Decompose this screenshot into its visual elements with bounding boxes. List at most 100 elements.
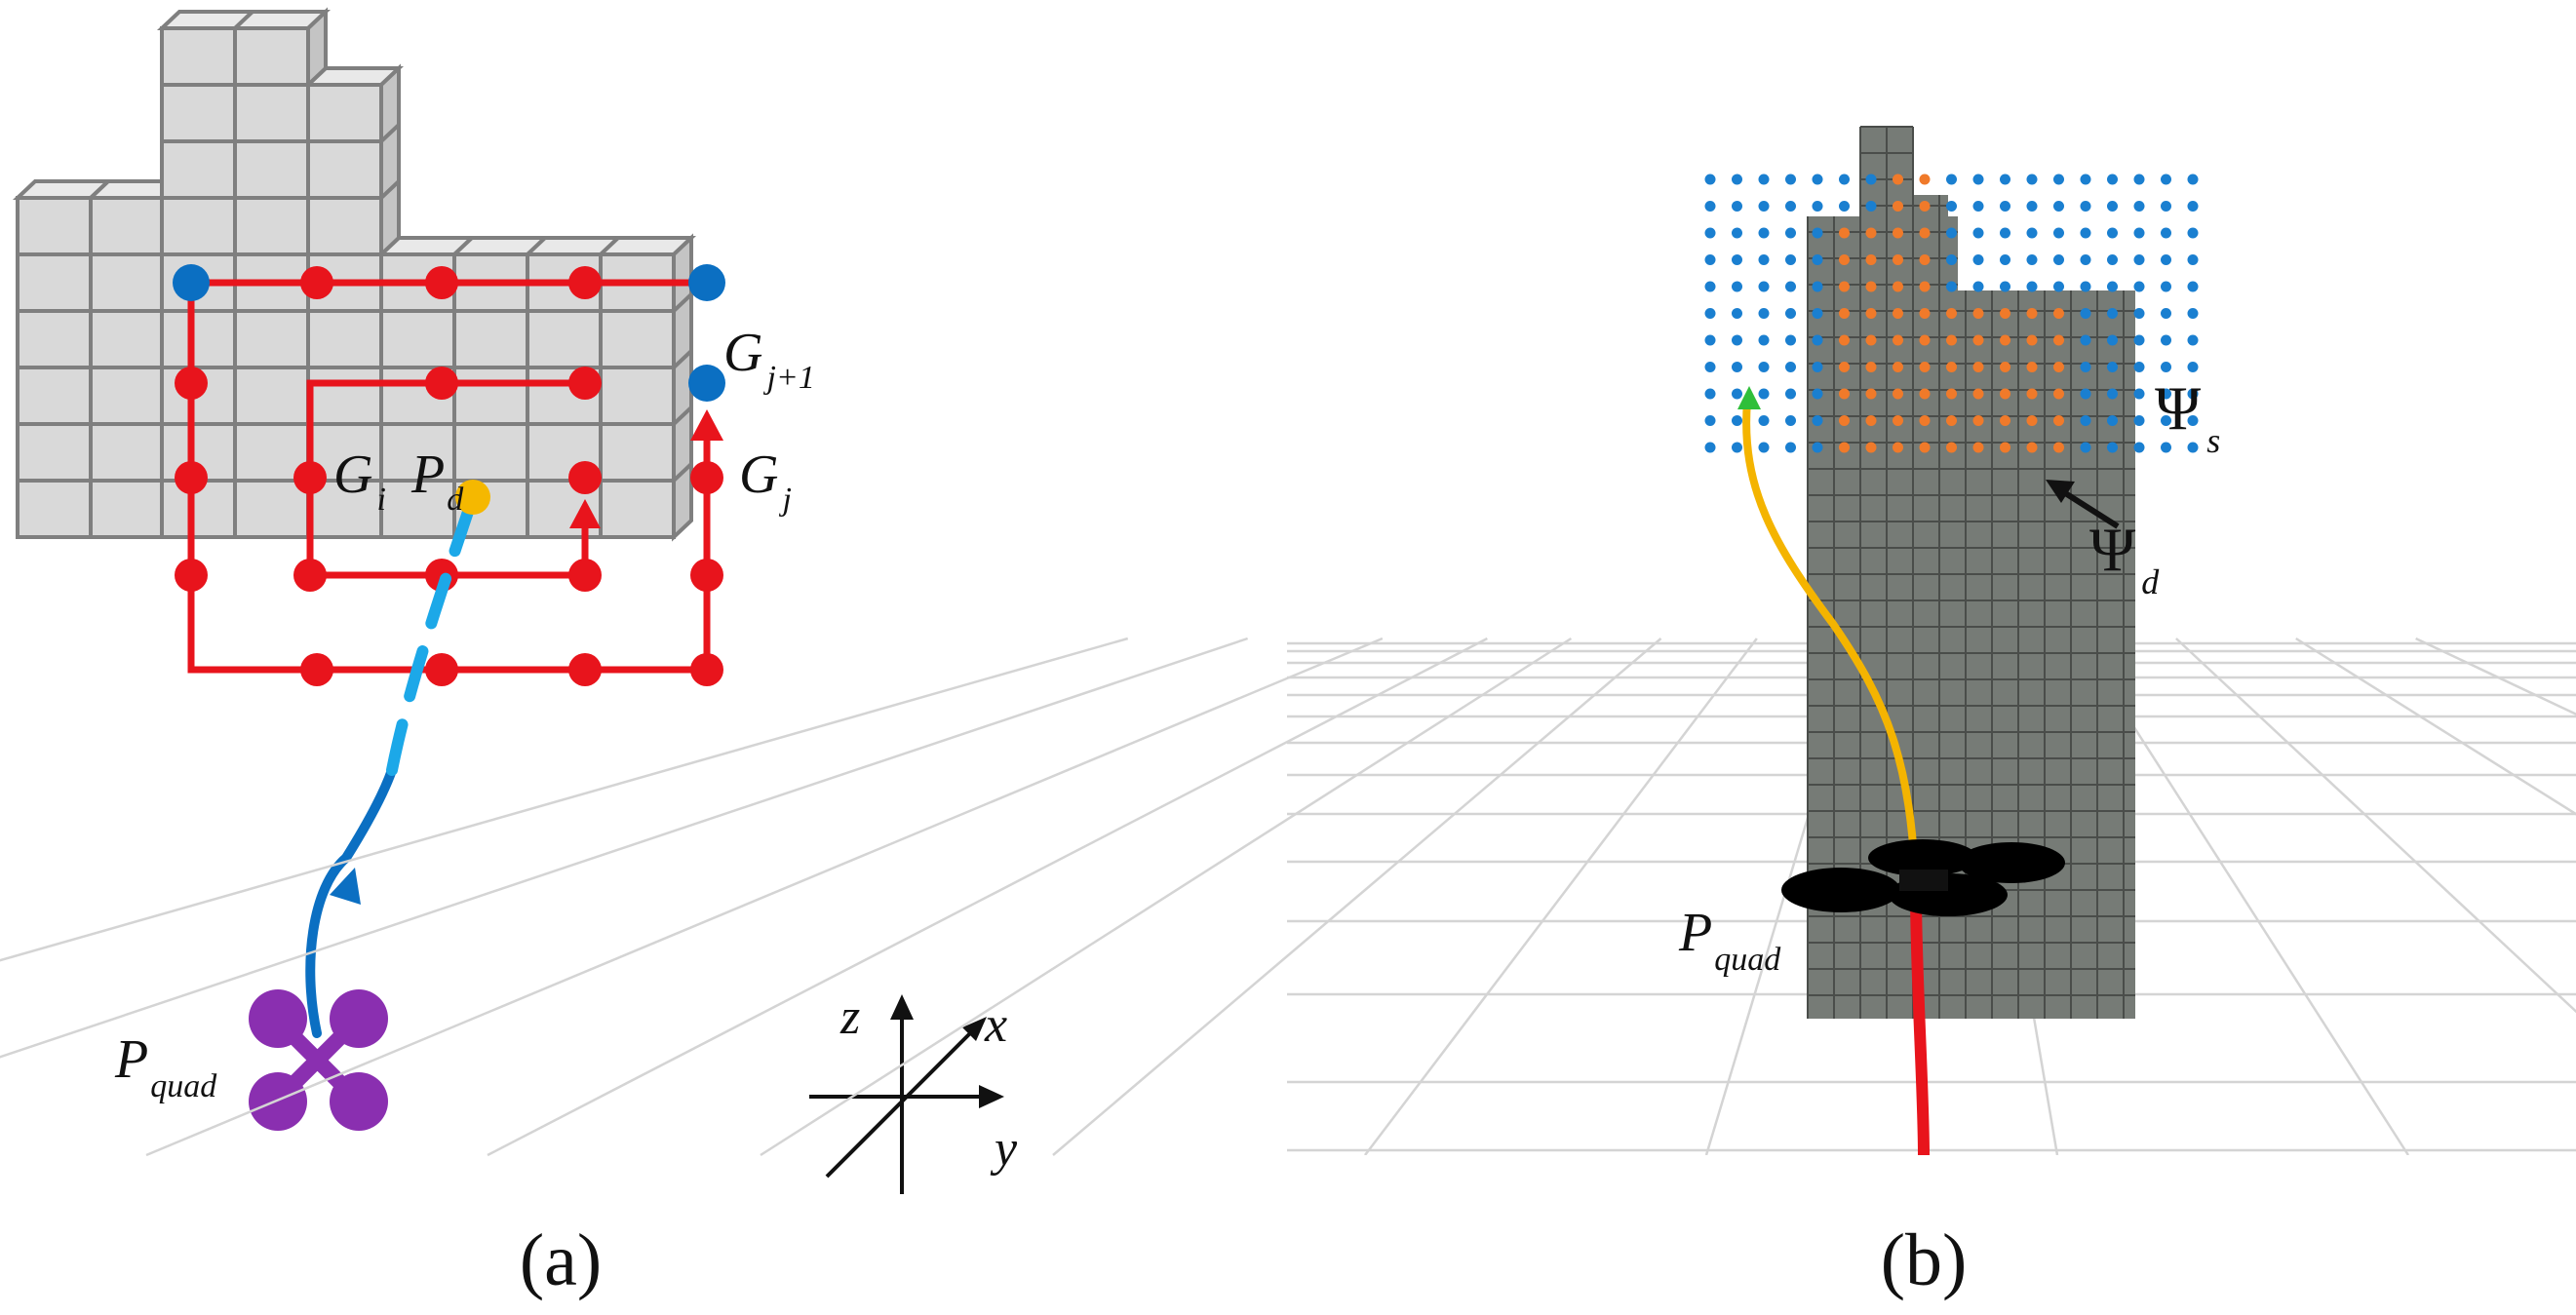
sample-point-blue <box>2026 281 2038 292</box>
sample-point-orange <box>2000 442 2010 453</box>
sample-point-orange <box>2053 334 2064 346</box>
sample-point-blue <box>2161 334 2171 346</box>
block-face <box>16 196 93 256</box>
sample-point-blue <box>2107 281 2118 292</box>
sample-point-blue <box>2187 201 2199 212</box>
sample-point-blue <box>2187 334 2199 346</box>
sample-point-blue <box>2161 442 2171 453</box>
sample-point-orange <box>1972 308 1984 319</box>
trajectory <box>1737 386 1930 1156</box>
sample-point-blue <box>2187 388 2199 400</box>
sample-point-orange <box>1893 308 1903 319</box>
sample-point-orange <box>1919 334 1931 346</box>
trajectory-arrow-green <box>1737 386 1761 409</box>
block-face <box>160 26 237 87</box>
floor-line <box>2175 638 2576 1014</box>
sample-point-blue <box>1946 281 1957 292</box>
sample-point-blue <box>1946 201 1957 212</box>
sample-point-orange <box>2026 362 2038 372</box>
sample-point-blue <box>2107 254 2118 265</box>
waypoint-red <box>300 653 333 686</box>
waypoint-red <box>175 559 208 592</box>
trajectory-yellow <box>1742 401 1920 893</box>
sample-point-blue <box>1785 388 1796 400</box>
waypoint-red <box>568 559 602 592</box>
block-face <box>306 309 383 369</box>
block-face <box>379 309 456 369</box>
sample-point-blue <box>1865 174 1877 185</box>
block-face <box>16 252 93 313</box>
sample-point-orange <box>2026 415 2038 426</box>
sample-point-orange <box>1865 415 1877 426</box>
sample-point-blue <box>2133 388 2145 400</box>
block-face <box>452 309 529 369</box>
label-p-d: Pd <box>410 445 464 518</box>
sample-point-blue <box>1704 308 1716 319</box>
waypoint-red <box>175 367 208 400</box>
sample-point-orange <box>1946 334 1957 346</box>
sample-point-orange <box>1865 388 1877 400</box>
waypoint-red <box>568 367 602 400</box>
sample-point-blue <box>1785 362 1796 372</box>
path-arrow <box>690 409 723 441</box>
block-edge <box>672 462 693 483</box>
sample-point-blue <box>1812 227 1823 239</box>
block-face <box>160 83 237 143</box>
sample-point-blue <box>1946 174 1957 185</box>
rotor <box>1781 868 1900 912</box>
block-face <box>526 309 603 369</box>
sample-point-blue <box>2161 174 2171 185</box>
block-face <box>599 366 676 426</box>
sample-point-blue <box>2000 281 2010 292</box>
trajectory-red <box>1910 891 1930 1156</box>
sample-point-blue <box>2161 281 2171 292</box>
sample-point-orange <box>2053 442 2064 453</box>
label-p-quad-b: Pquad <box>1678 903 1781 978</box>
waypoint-red <box>690 559 723 592</box>
sample-point-blue <box>2026 254 2038 265</box>
waypoint-red <box>300 266 333 299</box>
sample-point-orange <box>1839 334 1850 346</box>
sample-point-orange <box>1919 308 1931 319</box>
sample-point-blue <box>2133 174 2145 185</box>
sample-point-blue <box>1812 308 1823 319</box>
sample-point-orange <box>2053 388 2064 400</box>
sample-point-orange <box>1919 174 1931 185</box>
sample-point-orange <box>1893 442 1903 453</box>
block-face <box>306 196 383 256</box>
block-face <box>233 366 310 426</box>
sample-point-orange <box>1893 362 1903 372</box>
sample-point-orange <box>1893 281 1903 292</box>
sample-point-blue <box>1732 201 1742 212</box>
sample-point-orange <box>1893 174 1903 185</box>
sample-point-orange <box>1972 362 1984 372</box>
sample-point-blue <box>1704 415 1716 426</box>
waypoint-blue <box>173 264 210 301</box>
sample-point-orange <box>1919 201 1931 212</box>
block-face <box>599 479 676 539</box>
sample-point-blue <box>2187 281 2199 292</box>
sample-point-blue <box>2161 201 2171 212</box>
sample-point-blue <box>2133 281 2145 292</box>
sample-point-blue <box>2133 227 2145 239</box>
approach-arrow <box>330 868 361 905</box>
sample-point-blue <box>1704 442 1716 453</box>
sample-point-blue <box>1758 442 1770 453</box>
sample-point-blue <box>1704 334 1716 346</box>
quad-rotor <box>249 1072 307 1131</box>
sample-point-orange <box>1865 334 1877 346</box>
sample-point-orange <box>1919 415 1931 426</box>
sample-point-blue <box>2107 227 2118 239</box>
sample-point-blue <box>1758 388 1770 400</box>
sample-point-blue <box>2000 201 2010 212</box>
block-face <box>89 309 166 369</box>
floor-line <box>0 637 1249 1059</box>
block-face <box>233 83 310 143</box>
label-p-quad-a: Pquad <box>114 1029 217 1104</box>
sample-point-orange <box>1919 442 1931 453</box>
sample-point-blue <box>1732 254 1742 265</box>
sample-point-orange <box>2000 308 2010 319</box>
